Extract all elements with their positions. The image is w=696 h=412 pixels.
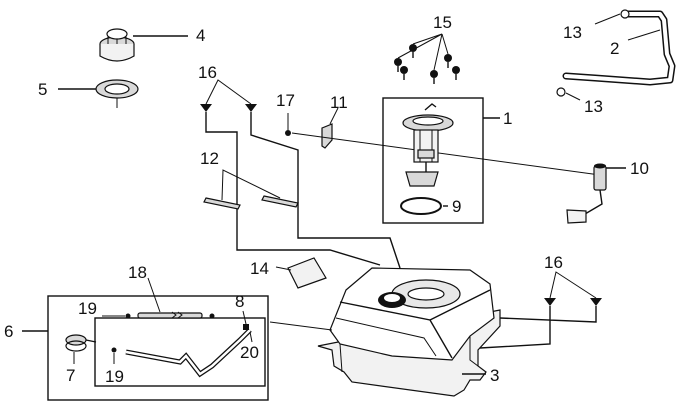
callout-16-right: 16 bbox=[544, 253, 563, 272]
callout-18: 18 bbox=[128, 263, 147, 282]
tie-strap-left bbox=[203, 197, 241, 210]
tube-clamp bbox=[243, 324, 249, 330]
vent-clip-tank-right bbox=[590, 298, 602, 306]
leader-15 bbox=[397, 33, 449, 71]
fuel-tank bbox=[317, 267, 501, 397]
leader-20 bbox=[249, 331, 253, 343]
vent-clip-tank-left bbox=[544, 298, 556, 306]
fuel-level-sender bbox=[566, 163, 607, 224]
callout-6: 6 bbox=[4, 322, 13, 341]
foam-pad bbox=[287, 257, 327, 289]
callout-13-bottom: 13 bbox=[584, 97, 603, 116]
fuel-pump-assembly bbox=[402, 103, 454, 187]
pump-assembly-box bbox=[382, 97, 484, 224]
leader-2 bbox=[627, 29, 661, 41]
fuel-hose bbox=[562, 10, 676, 86]
callout-14: 14 bbox=[250, 259, 269, 278]
callout-19-bottom: 19 bbox=[105, 367, 124, 386]
leader-14 bbox=[275, 266, 292, 271]
check-valve bbox=[321, 123, 333, 149]
tie-strap-right bbox=[261, 195, 299, 208]
callout-19-top: 19 bbox=[78, 299, 97, 318]
leader-8 bbox=[242, 310, 247, 325]
cap-gasket bbox=[95, 79, 139, 108]
hose-clamp-bottom bbox=[556, 87, 566, 97]
callout-8: 8 bbox=[235, 292, 244, 311]
callout-13-top: 13 bbox=[563, 23, 582, 42]
callout-11: 11 bbox=[330, 93, 348, 112]
callout-16-top: 16 bbox=[198, 63, 217, 82]
callout-3: 3 bbox=[490, 366, 499, 385]
hose-strap bbox=[137, 312, 203, 319]
vent-tube-routing bbox=[205, 120, 401, 269]
callout-17: 17 bbox=[276, 91, 295, 110]
vent-clip-right bbox=[245, 104, 257, 120]
bolt-set bbox=[394, 44, 460, 84]
filler-cap bbox=[65, 334, 87, 346]
leader-11 bbox=[329, 107, 339, 125]
filler-neck-kit bbox=[47, 277, 333, 401]
pump-o-ring bbox=[400, 197, 442, 215]
leader-16-right bbox=[549, 271, 597, 299]
callout-10: 10 bbox=[630, 159, 649, 178]
callout-5: 5 bbox=[38, 80, 47, 99]
vent-clip-left bbox=[200, 104, 212, 120]
callout-7: 7 bbox=[66, 366, 75, 385]
leader-13-bottom bbox=[565, 92, 581, 101]
callout-9: 9 bbox=[452, 197, 461, 216]
callout-12: 12 bbox=[200, 149, 219, 168]
callout-2: 2 bbox=[610, 39, 619, 58]
leader-12 bbox=[221, 169, 281, 201]
vent-tube-tank bbox=[479, 306, 597, 349]
kit-outer-box bbox=[47, 295, 269, 401]
valve-nipple bbox=[285, 130, 291, 136]
return-line bbox=[291, 132, 601, 176]
callout-15: 15 bbox=[433, 13, 452, 32]
leader-18 bbox=[147, 277, 161, 313]
hose-clamp-top bbox=[620, 9, 630, 19]
leader-16-top bbox=[205, 79, 252, 105]
callout-4: 4 bbox=[196, 26, 205, 45]
callout-20: 20 bbox=[240, 343, 259, 362]
fuel-cap bbox=[99, 28, 135, 62]
leader-13-top bbox=[594, 13, 621, 25]
callout-1: 1 bbox=[503, 109, 512, 128]
